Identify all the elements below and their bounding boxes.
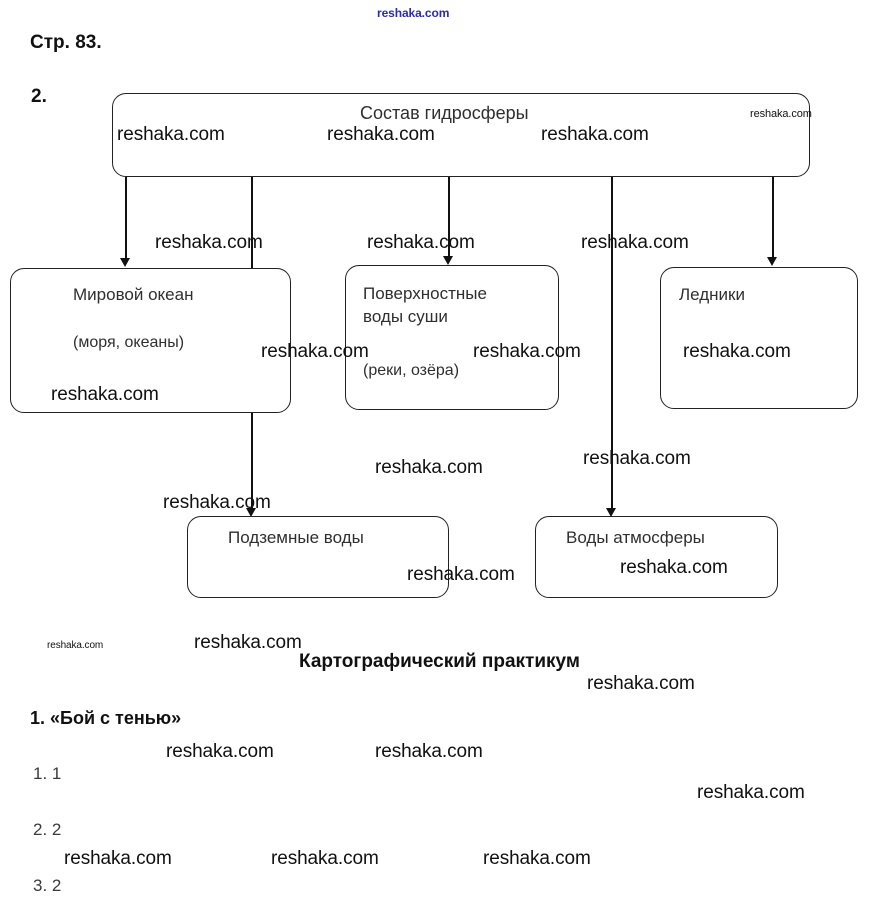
watermark: reshaka.com (194, 632, 302, 653)
connector-line-surface (448, 177, 450, 259)
watermark: reshaka.com (166, 741, 274, 762)
watermark: reshaka.com (587, 673, 695, 694)
diagram-node-surface-label: Поверхностные (363, 284, 487, 303)
watermark: reshaka.com (117, 124, 225, 145)
watermark: reshaka.com (64, 848, 172, 869)
watermark: reshaka.com (750, 108, 812, 120)
watermark: reshaka.com (541, 124, 649, 145)
watermark: reshaka.com (375, 457, 483, 478)
diagram-node-root-label: Состав гидросферы (360, 103, 529, 123)
watermark: reshaka.com (271, 848, 379, 869)
diagram-node-ocean (10, 268, 291, 413)
watermark: reshaka.com (483, 848, 591, 869)
diagram-node-surface (345, 265, 559, 410)
connector-line-glaciers (772, 177, 774, 260)
watermark: reshaka.com (473, 341, 581, 362)
watermark: reshaka.com (697, 782, 805, 803)
diagram-node-glaciers (660, 267, 858, 409)
diagram-node-atmosphere-label: Воды атмосферы (566, 528, 705, 547)
watermark: reshaka.com (327, 124, 435, 145)
answer-item-3: 3. 2 (33, 876, 62, 895)
section-title: Картографический практикум (299, 651, 580, 672)
watermark: reshaka.com (51, 384, 159, 405)
task-title: 1. «Бой с тенью» (30, 708, 182, 728)
diagram-node-surface-sub: (реки, озёра) (363, 362, 460, 379)
connector-line-ocean (125, 177, 127, 261)
connector-arrow-groundwater (246, 508, 256, 517)
watermark: reshaka.com (367, 232, 475, 253)
exercise-number: 2. (31, 86, 47, 107)
watermark: reshaka.com (583, 448, 691, 469)
diagram-node-atmosphere (535, 516, 778, 598)
watermark: reshaka.com (581, 232, 689, 253)
diagram-node-groundwater-label: Подземные воды (228, 528, 364, 547)
watermark: reshaka.com (407, 564, 515, 585)
watermark: reshaka.com (683, 341, 791, 362)
watermark: reshaka.com (261, 341, 369, 362)
watermark: reshaka.com (163, 492, 271, 513)
diagram-node-root (112, 93, 810, 177)
diagram-node-surface-label2: воды суши (363, 307, 448, 326)
watermark: reshaka.com (375, 741, 483, 762)
page-reference: Стр. 83. (30, 32, 102, 53)
connector-arrow-surface (443, 256, 453, 265)
watermark-top: reshaka.com (377, 6, 450, 20)
watermark: reshaka.com (155, 232, 263, 253)
answer-item-2: 2. 2 (33, 820, 62, 839)
diagram-node-groundwater (187, 516, 449, 598)
connector-arrow-atmosphere (606, 508, 616, 517)
watermark: reshaka.com (47, 640, 104, 651)
diagram-node-ocean-sub: (моря, океаны) (73, 334, 185, 351)
connector-arrow-ocean (120, 258, 130, 267)
connector-arrow-glaciers (767, 257, 777, 266)
diagram-node-glaciers-label: Ледники (679, 285, 745, 304)
watermark: reshaka.com (620, 557, 728, 578)
diagram-node-ocean-label: Мировой океан (73, 285, 194, 304)
answer-item-1: 1. 1 (33, 764, 62, 783)
connector-line-atmosphere (611, 177, 613, 512)
